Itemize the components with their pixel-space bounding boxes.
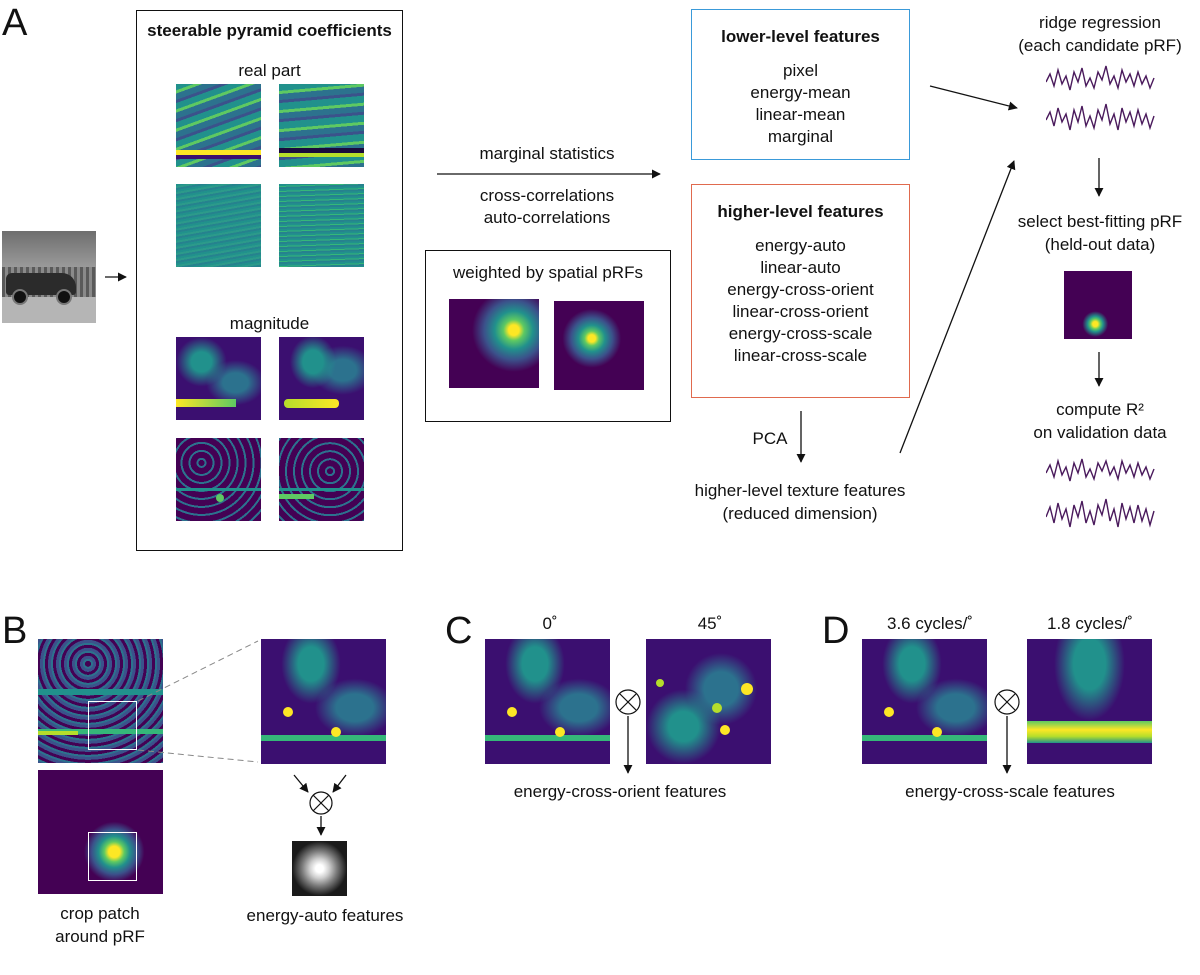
magnitude-tile-3 [176, 438, 261, 521]
real-tile-2 [279, 84, 364, 167]
lower-level-title: lower-level features [721, 27, 880, 46]
ridge-line2: (each candidate pRF) [1018, 36, 1182, 55]
angle-45-label: 45˚ [697, 614, 723, 633]
c-orient-45 [646, 639, 771, 764]
validation-trace-2 [1046, 498, 1155, 528]
higher-item: energy-cross-scale [728, 324, 873, 343]
input-photo [2, 231, 96, 323]
panel-letter-a: A [2, 2, 28, 44]
b-autocorr-thumb [292, 841, 347, 896]
cross-scale-label: energy-cross-scale features [905, 782, 1115, 801]
higher-level-title: higher-level features [717, 202, 884, 221]
compute-line2: on validation data [1033, 423, 1167, 442]
real-part-label: real part [238, 61, 301, 80]
c-orient-0 [485, 639, 610, 764]
validation-trace-1 [1046, 458, 1155, 482]
circled-times-icon [994, 689, 1020, 715]
higher-level-stack: higher-level features energy-auto linear… [691, 201, 910, 367]
marginal-statistics-label: marginal statistics [479, 144, 615, 163]
zoom-line-top [137, 640, 259, 702]
higher-item: linear-auto [760, 258, 841, 277]
energy-auto-label: energy-auto features [246, 906, 404, 925]
arrow-icon [899, 160, 1016, 454]
panel-letter-b: B [2, 610, 28, 652]
lower-item: marginal [767, 127, 834, 146]
crop-line2: around pRF [55, 927, 145, 946]
panel-letter-d: D [822, 610, 850, 652]
zoom-line-bottom [137, 749, 259, 763]
arrow-icon [293, 774, 309, 793]
real-tile-1 [176, 84, 261, 167]
arrow-icon [332, 774, 347, 793]
magnitude-tile-4 [279, 438, 364, 521]
ridge-trace-1 [1046, 65, 1155, 91]
b-prf-image [38, 770, 163, 894]
magnitude-tile-1 [176, 337, 261, 420]
circled-times-icon [309, 791, 333, 815]
lower-item: linear-mean [755, 105, 846, 124]
cross-orient-label: energy-cross-orient features [513, 782, 727, 801]
arrow-icon [929, 85, 1018, 111]
freq-2-label: 1.8 cycles/˚ [1047, 614, 1133, 633]
d-scale-1 [862, 639, 987, 764]
real-tile-3 [176, 184, 261, 267]
ridge-traces [1046, 65, 1155, 131]
best-prf [1064, 271, 1132, 339]
real-tile-4 [279, 184, 364, 267]
crop-box [88, 701, 137, 750]
d-scale-2 [1027, 639, 1152, 764]
higher-item: linear-cross-orient [732, 302, 869, 321]
lower-level-box [691, 9, 910, 160]
lower-item: energy-mean [750, 83, 851, 102]
prf-large [449, 299, 539, 388]
auto-correlations-label: auto-correlations [483, 208, 611, 227]
pca-label: PCA [752, 429, 788, 448]
higher-level-box [691, 184, 910, 398]
crop-box-prf [88, 832, 137, 881]
higher-item: energy-auto [755, 236, 846, 255]
magnitude-label: magnitude [229, 314, 310, 333]
texture-features-line2: (reduced dimension) [722, 504, 878, 523]
validation-traces [1046, 458, 1155, 528]
texture-features-line1: higher-level texture features [694, 481, 906, 500]
prf-small [554, 301, 644, 390]
select-line1: select best-fitting pRF [1017, 212, 1183, 231]
higher-item: linear-cross-scale [733, 346, 868, 365]
pyramid-box [136, 10, 403, 551]
lower-level-stack: lower-level features pixel energy-mean l… [691, 26, 910, 148]
select-line2: (held-out data) [1044, 235, 1156, 254]
b-magnitude-image [38, 639, 163, 763]
weighted-title: weighted by spatial pRFs [453, 263, 643, 282]
panel-letter-c: C [445, 610, 473, 652]
lower-item: pixel [783, 61, 818, 80]
magnitude-tile-2 [279, 337, 364, 420]
weighted-box [425, 250, 671, 422]
freq-1-label: 3.6 cycles/˚ [887, 614, 973, 633]
higher-item: energy-cross-orient [727, 280, 874, 299]
compute-line1: compute R² [1056, 400, 1144, 419]
circled-times-icon [615, 689, 641, 715]
crop-line1: crop patch [60, 904, 140, 923]
ridge-line1: ridge regression [1039, 13, 1161, 32]
b-zoomed-patch [261, 639, 386, 764]
ridge-trace-2 [1046, 103, 1155, 131]
pyramid-title: steerable pyramid coefficients [147, 21, 392, 40]
cross-correlations-label: cross-correlations [479, 186, 615, 205]
angle-0-label: 0˚ [542, 614, 558, 633]
